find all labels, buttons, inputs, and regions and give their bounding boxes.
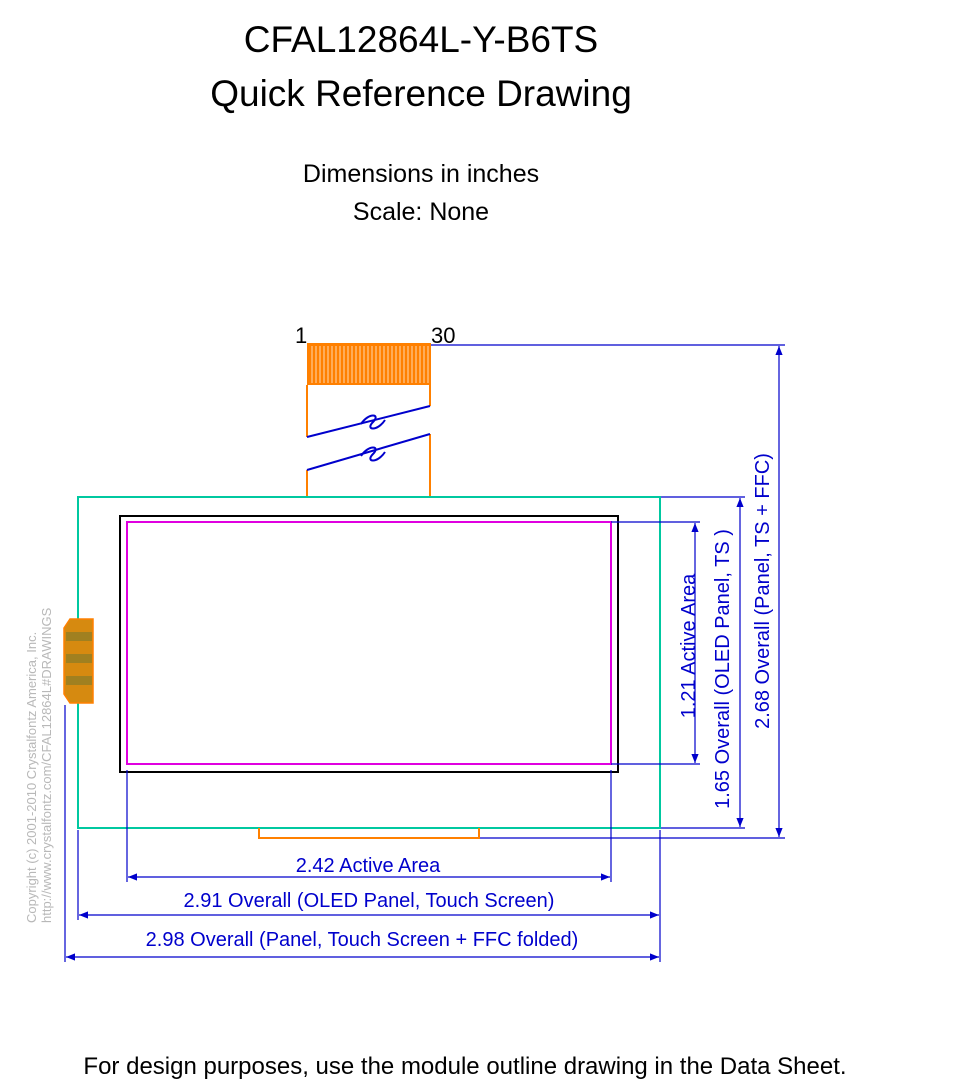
scale-note: Scale: None — [353, 198, 489, 226]
dim-overall-width-ffc-label: 2.98 Overall (Panel, Touch Screen + FFC … — [146, 929, 579, 951]
active-area-outline — [126, 521, 612, 765]
touch-screen-outline — [77, 496, 661, 829]
vertical-dimensions — [431, 344, 785, 839]
dim-active-width-label: 2.42 Active Area — [296, 855, 441, 877]
ffc-pin-1-label: 1 — [295, 323, 307, 348]
ffc-pin-30-label: 30 — [431, 323, 455, 348]
ffc-bottom-stub — [258, 828, 480, 839]
copyright-url: http://www.crystalfontz.com/CFAL12864L#D… — [39, 607, 54, 923]
dim-overall-height-ffc-label: 2.68 Overall (Panel, TS + FFC) — [752, 453, 774, 729]
horizontal-dimensions — [64, 705, 661, 962]
footer-note: For design purposes, use the module outl… — [83, 1053, 846, 1080]
dimensions-note: Dimensions in inches — [303, 160, 539, 188]
dim-active-height-label: 1.21 Active Area — [678, 573, 700, 718]
copyright-watermark: Copyright (c) 2001-2010 Crystalfontz Ame… — [24, 608, 54, 923]
ffc-break-symbol — [306, 405, 431, 471]
ffc-cable — [306, 343, 431, 496]
copyright-line-1: Copyright (c) 2001-2010 Crystalfontz Ame… — [24, 631, 39, 923]
oled-panel-outline — [119, 515, 619, 773]
folded-ffc-tab — [63, 618, 94, 704]
title-line-1: CFAL12864L-Y-B6TS — [244, 19, 598, 60]
dim-overall-height-oled-ts-label: 1.65 Overall (OLED Panel, TS ) — [712, 529, 734, 809]
dim-overall-width-oled-ts-label: 2.91 Overall (OLED Panel, Touch Screen) — [184, 890, 555, 912]
title-line-2: Quick Reference Drawing — [210, 73, 632, 114]
